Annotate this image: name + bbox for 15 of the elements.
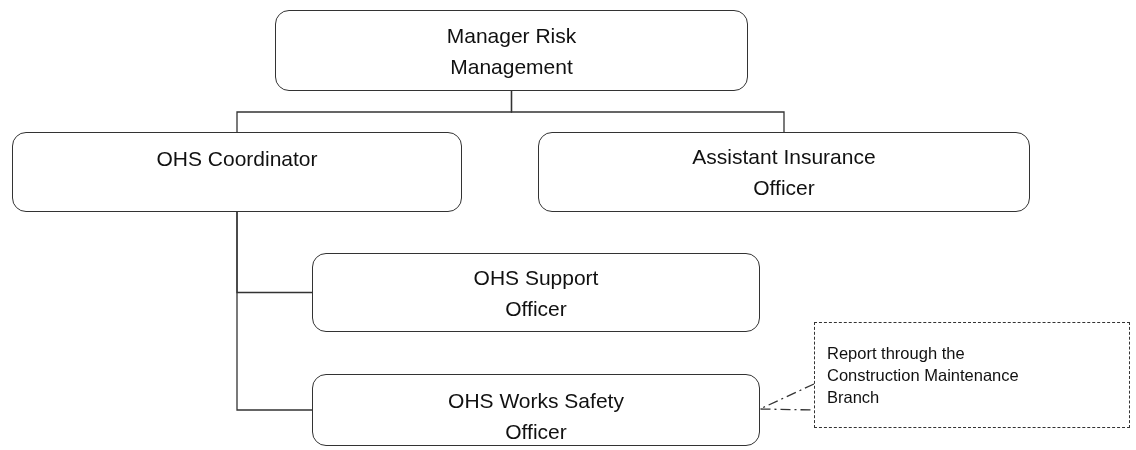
role-box (312, 374, 760, 446)
role-title: OHS Support Officer (472, 264, 600, 322)
role-title: OHS Works Safety Officer (447, 388, 625, 445)
role-title: Assistant Insurance Officer (691, 144, 877, 201)
role-box (538, 132, 1030, 212)
leader-line (759, 383, 815, 411)
role-box (12, 132, 462, 212)
callout-note (814, 322, 1130, 428)
role-box (312, 253, 760, 332)
role-title: Manager Risk Management (445, 22, 578, 80)
note-text: Report through the Construction Maintenance Branch (827, 343, 1020, 408)
connector-line (510, 90, 785, 133)
role-title: OHS Coordinator (156, 146, 318, 172)
role-box (275, 10, 748, 91)
connector-line (236, 211, 313, 411)
